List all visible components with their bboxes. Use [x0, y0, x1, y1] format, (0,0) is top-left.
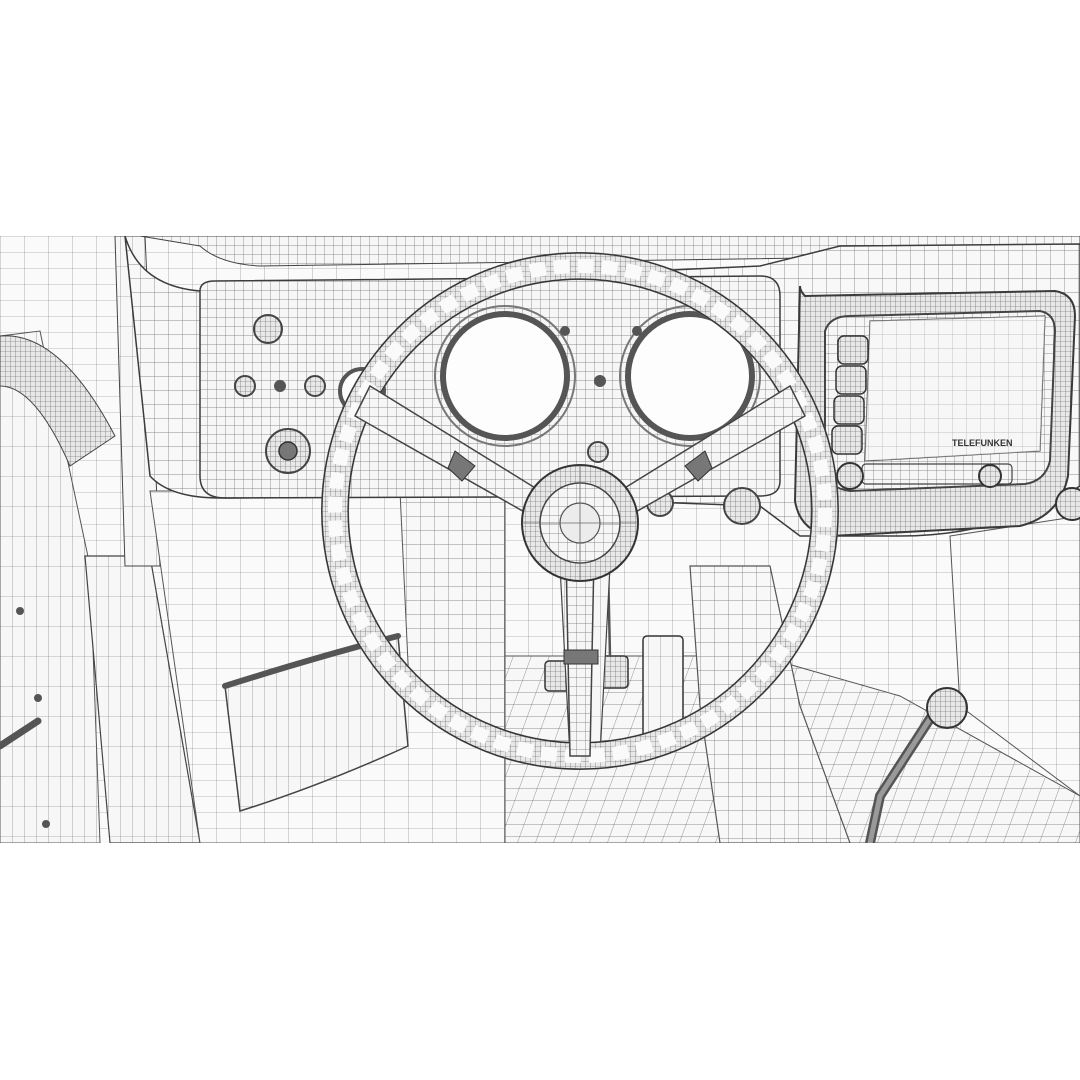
ignition-center-icon: [278, 441, 298, 461]
spoke-clamp: [563, 649, 599, 665]
radio-tuning-knob-icon[interactable]: [978, 464, 1002, 488]
radio-preset-button[interactable]: [835, 365, 867, 395]
indicator-light-icon: [632, 326, 642, 336]
windshield-header: [139, 236, 1080, 267]
tachometer-gauge: [625, 311, 755, 441]
radio-display-mesh: [865, 316, 1045, 461]
speedometer-bezel: [434, 305, 576, 447]
radio-preset-button[interactable]: [837, 335, 869, 365]
door-panel: [0, 330, 101, 843]
indicator-light-icon: [560, 326, 570, 336]
transmission-tunnel: [689, 565, 851, 843]
hub-mesh-lines: [522, 465, 638, 581]
door-screw: [42, 820, 50, 828]
spoke-clamp: [684, 450, 713, 482]
door-screw: [34, 694, 42, 702]
radio-preset-button[interactable]: [831, 425, 863, 455]
radio-preset-button[interactable]: [833, 395, 865, 425]
spoke-clamp: [447, 450, 476, 482]
indicator-light-icon: [594, 375, 606, 387]
wireframe-render: TELEFUNKEN: [0, 236, 1080, 843]
knob-icon: [587, 441, 609, 463]
right-footwell: [949, 515, 1080, 797]
steering-wheel-outer-edge: [321, 252, 839, 770]
gear-knob-icon: [926, 687, 968, 729]
knob-icon: [723, 487, 761, 525]
radio-brand-label: TELEFUNKEN: [952, 438, 1013, 448]
gear-lever-highlight: [867, 708, 938, 843]
knob-icon: [304, 375, 326, 397]
radio-volume-knob-icon[interactable]: [836, 462, 864, 490]
knob-icon: [1055, 487, 1080, 521]
speedometer-gauge: [440, 311, 570, 441]
knob-icon: [234, 375, 256, 397]
door-handle: [0, 717, 42, 750]
door-armrest-curve: [0, 335, 116, 467]
knob-icon: [253, 314, 283, 344]
door-screw: [16, 607, 24, 615]
switch-icon: [274, 380, 286, 392]
